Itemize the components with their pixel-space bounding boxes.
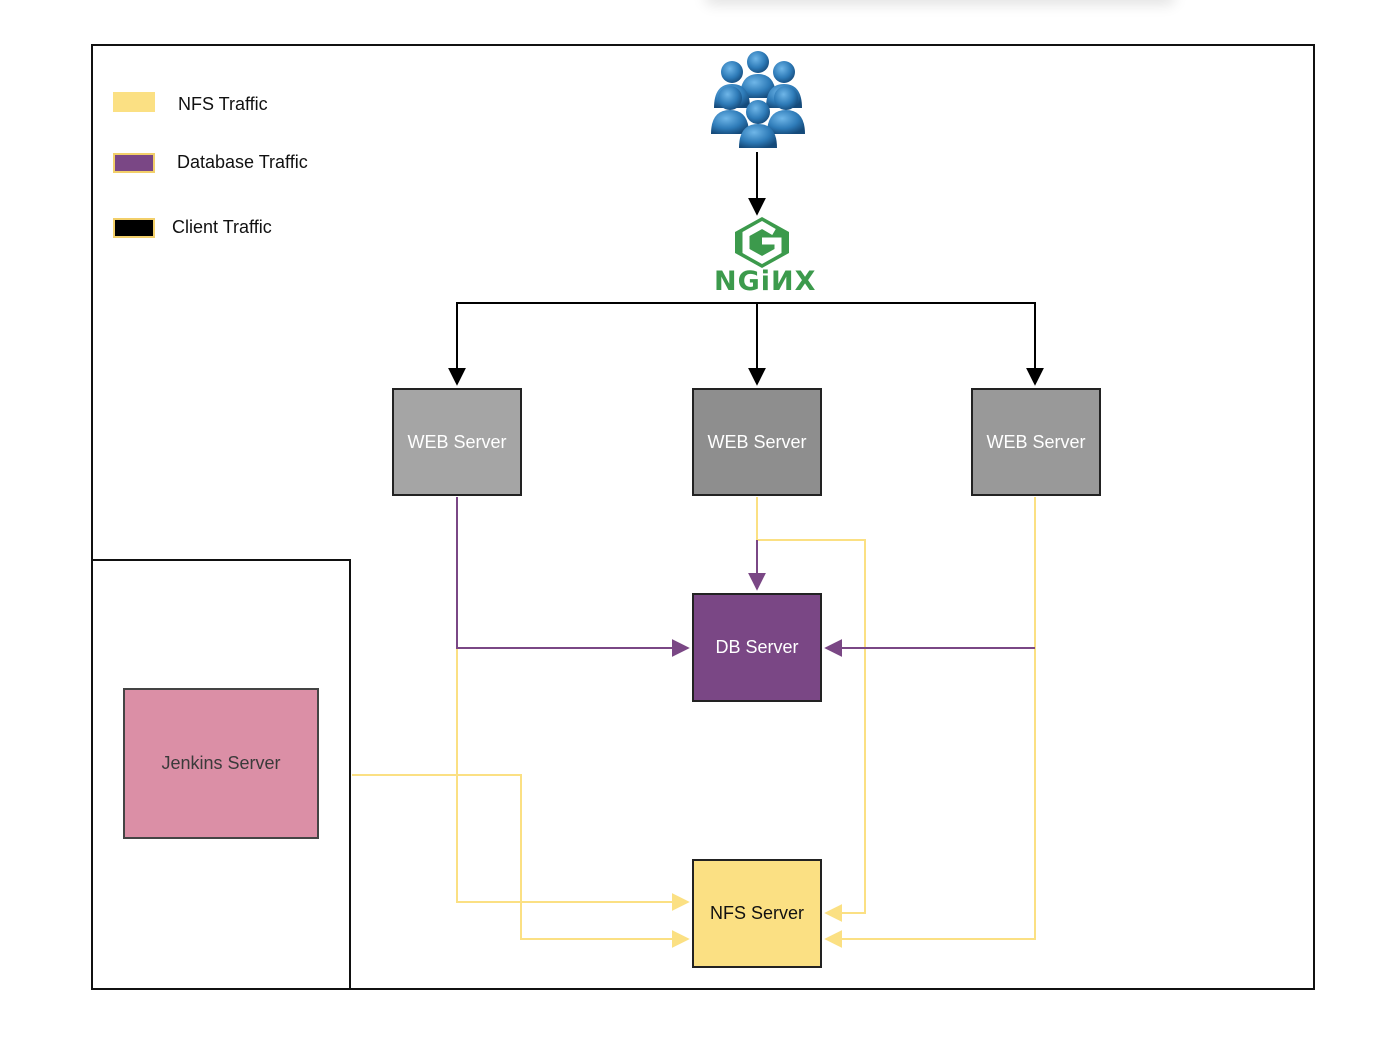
- nginx-logo-icon: [735, 217, 789, 268]
- legend-swatch-nfs: [113, 91, 155, 112]
- jenkins-boundary: [92, 559, 351, 989]
- nginx-label: NGiИX: [714, 266, 817, 297]
- db-server[interactable]: DB Server: [692, 593, 822, 702]
- legend-client-traffic: Client Traffic: [113, 217, 272, 238]
- legend-swatch-client: [113, 217, 155, 238]
- legend-database-traffic: Database Traffic: [113, 152, 308, 173]
- web-server-1[interactable]: WEB Server: [392, 388, 522, 496]
- legend-label-client: Client Traffic: [172, 217, 272, 237]
- web-server-2[interactable]: WEB Server: [692, 388, 822, 496]
- web-server-2-label: WEB Server: [707, 431, 807, 452]
- client-traffic-lines: [448, 152, 1044, 386]
- nfs-server[interactable]: NFS Server: [692, 859, 822, 968]
- legend-label-database: Database Traffic: [177, 152, 308, 172]
- nfs-traffic-lines: [352, 497, 1036, 948]
- web-server-1-label: WEB Server: [407, 431, 507, 452]
- jenkins-server[interactable]: Jenkins Server: [123, 688, 319, 839]
- users-icon: [711, 51, 805, 148]
- database-traffic-lines: [456, 497, 1035, 657]
- web-server-3[interactable]: WEB Server: [971, 388, 1101, 496]
- legend-swatch-database: [113, 152, 155, 173]
- legend-nfs-traffic: NFS Traffic: [113, 88, 268, 115]
- db-server-label: DB Server: [715, 637, 799, 657]
- outer-boundary: [91, 44, 1315, 990]
- jenkins-server-label: Jenkins Server: [161, 753, 281, 773]
- nfs-server-label: NFS Server: [709, 903, 805, 923]
- web-server-3-label: WEB Server: [986, 431, 1086, 452]
- legend-label-nfs: NFS Traffic: [178, 94, 268, 114]
